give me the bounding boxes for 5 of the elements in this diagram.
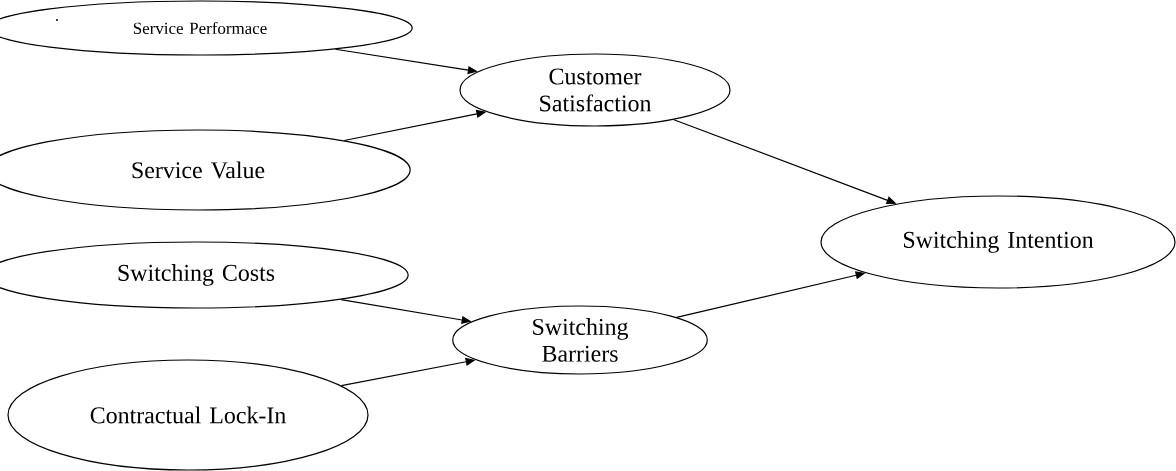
stray-dot: . bbox=[56, 19, 58, 21]
ellipse-node: Contractual Lock-In bbox=[7, 359, 369, 471]
ellipse-node: Switching Intention bbox=[820, 195, 1176, 289]
ellipse-node: Switching Barriers bbox=[452, 305, 708, 375]
ellipse-node: Customer Satisfaction bbox=[459, 53, 731, 127]
